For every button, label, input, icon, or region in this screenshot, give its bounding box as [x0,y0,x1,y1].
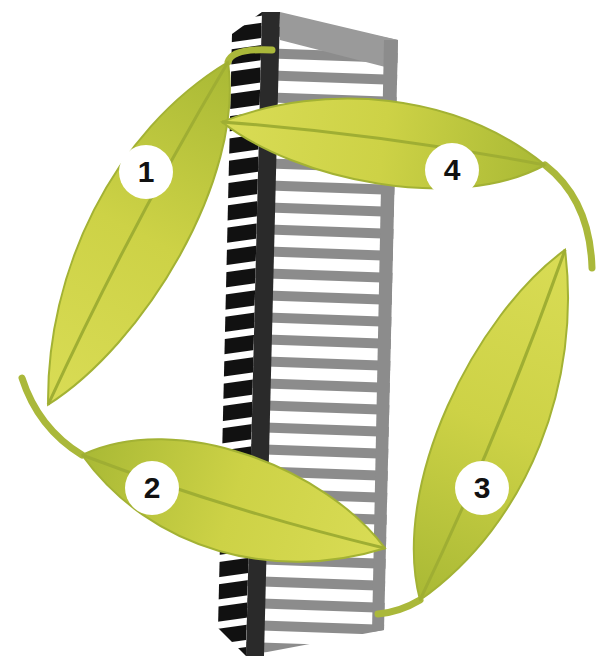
number-circle: 3 [455,461,509,515]
leaf [375,231,602,620]
callout-number: 2 [144,473,161,503]
callout-number: 3 [474,473,491,503]
leaf [216,79,550,205]
leaf [4,39,270,427]
leaf-stem [545,165,592,268]
leaves [4,39,602,620]
leaf-stem [228,50,272,62]
number-circle: 4 [425,143,479,197]
leaf [67,408,399,597]
number-circle: 1 [119,145,173,199]
callout-number: 4 [444,155,461,185]
leaf-stem [378,600,420,614]
callout-number: 1 [138,157,155,187]
tower-top [280,12,398,70]
number-circle: 2 [125,461,179,515]
